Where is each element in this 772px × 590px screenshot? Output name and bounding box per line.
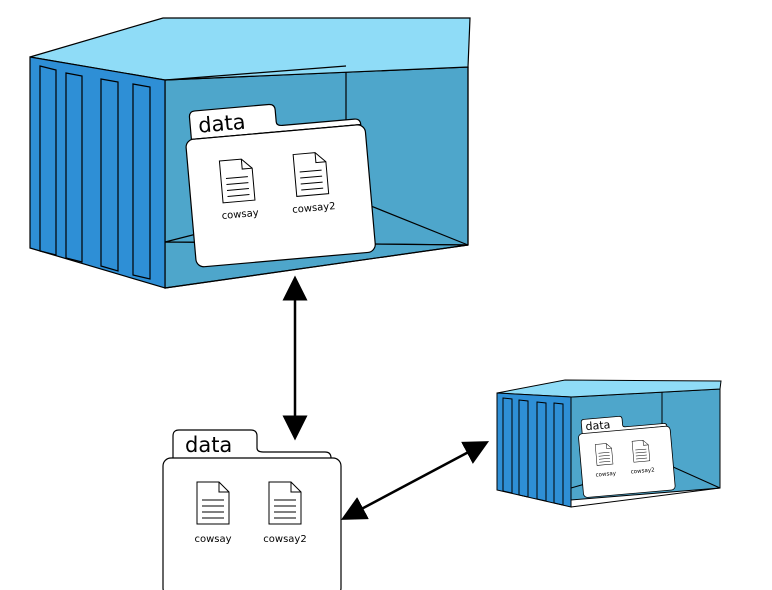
folder-tab-label: data [197,110,246,138]
folder-tab [580,415,668,436]
file-cowsay[interactable]: cowsay [194,481,232,545]
file-name: cowsay2 [292,201,336,216]
file-cowsay2[interactable]: cowsay2 [287,151,336,216]
large-container-folder[interactable]: data cowsay cowsay2 [183,96,376,268]
file-name: cowsay2 [263,534,306,545]
small-container-doors [496,392,572,508]
file-name: cowsay [194,534,231,545]
document-icon [268,481,302,525]
file-cowsay[interactable]: cowsay [217,157,259,222]
file-name: cowsay2 [631,467,655,475]
document-icon [196,481,230,525]
small-container-folder[interactable]: data cowsay cowsay2 [577,412,676,498]
folder-body [185,124,376,268]
folder-body [162,457,342,590]
folder-tab [188,103,362,141]
file-name: cowsay [595,471,617,479]
folder-tab-label: data [185,433,232,457]
folder-tab [172,429,332,461]
folder-tab-label: data [585,418,611,433]
arrow-host-to-small [340,441,490,520]
file-cowsay2[interactable]: cowsay2 [263,481,307,545]
host-folder[interactable]: data cowsay cowsay2 [162,429,342,590]
small-container: data cowsay cowsay2 [496,379,722,508]
large-container: data cowsay cowsay2 [29,17,471,289]
file-name: cowsay [221,208,259,222]
folder-body [578,425,676,498]
